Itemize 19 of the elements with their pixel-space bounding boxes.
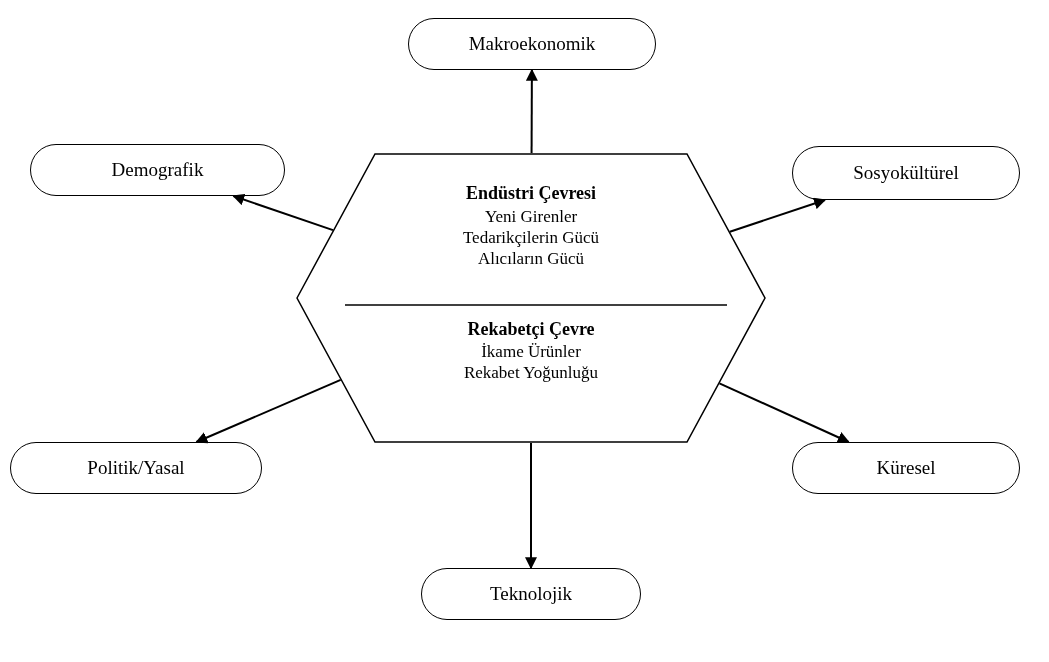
list-item: Rekabet Yoğunluğu — [463, 363, 599, 383]
arrow — [718, 382, 850, 443]
section-heading: Endüstri Çevresi — [465, 183, 597, 203]
arrow — [232, 193, 334, 232]
list-item: İkame Ürünler — [481, 342, 581, 362]
arrow — [728, 197, 827, 233]
rounded-node: Teknolojik — [421, 568, 641, 620]
rounded-node: Küresel — [792, 442, 1020, 494]
arrow — [195, 378, 342, 444]
rounded-node: Demografik — [30, 144, 285, 196]
section-heading: Rekabetçi Çevre — [467, 319, 595, 339]
arrow — [525, 442, 537, 570]
list-item: Yeni Girenler — [484, 207, 578, 227]
rounded-node: Politik/Yasal — [10, 442, 262, 494]
arrow — [525, 68, 538, 154]
rounded-node: Makroekonomik — [408, 18, 656, 70]
list-item: Tedarikçilerin Gücü — [462, 228, 600, 248]
rounded-node: Sosyokültürel — [792, 146, 1020, 200]
list-item: Alıcıların Gücü — [477, 249, 585, 269]
